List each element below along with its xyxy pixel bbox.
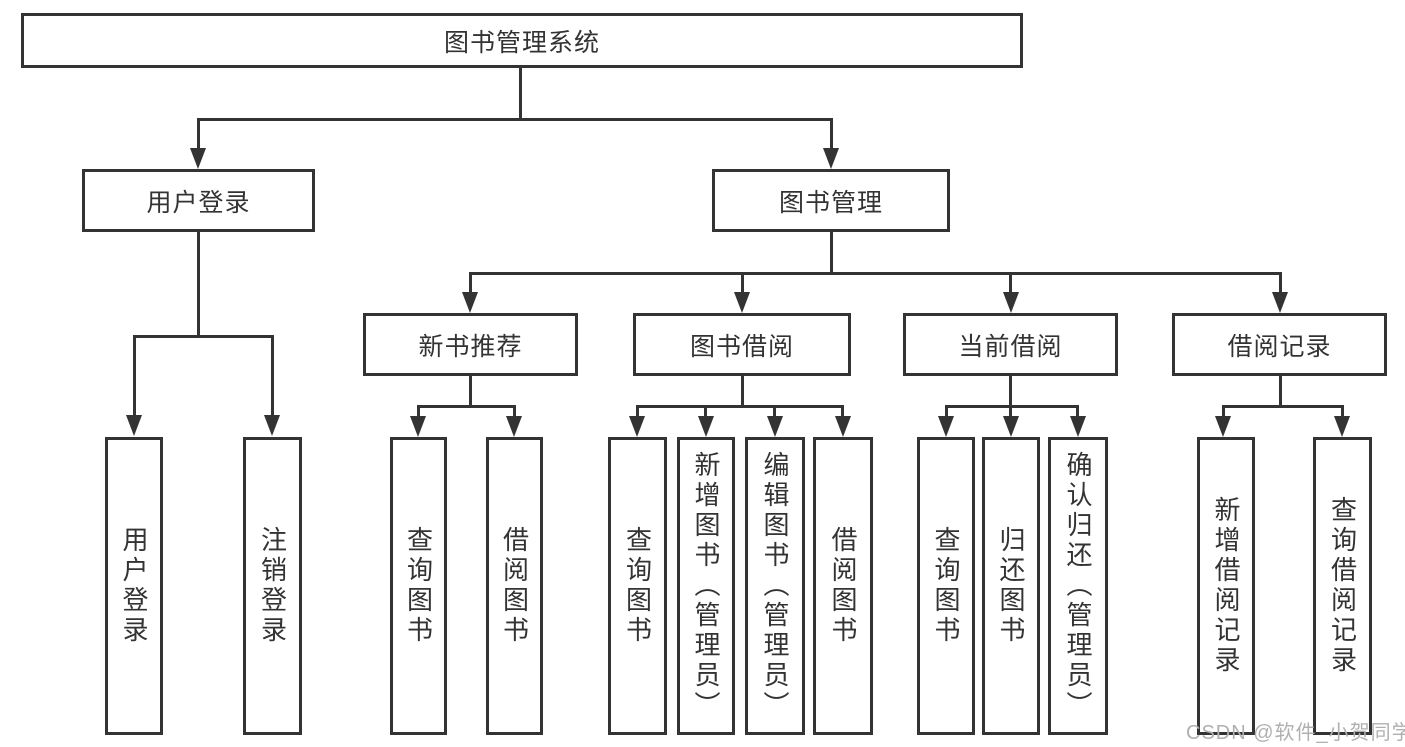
node-borrowing-records: 借阅记录 <box>1172 313 1387 376</box>
connector-current-borrow-crossbar <box>945 405 1079 408</box>
arrowhead-to-leaf <box>698 416 714 437</box>
connector-to-new-book-shaft <box>469 272 472 294</box>
connector-to-leaf-login-shaft <box>133 335 136 415</box>
arrowhead-to-leaf <box>1334 416 1350 437</box>
connector-book-management-stem <box>830 232 833 272</box>
connector-to-current-borrow-shaft <box>1009 272 1012 294</box>
node-user-login: 用户登录 <box>82 169 315 232</box>
connector-to-borrow-record-shaft <box>1279 272 1282 294</box>
node-book-management: 图书管理 <box>712 169 950 232</box>
leaf-add-books-admin: 新增图书（管理员） <box>677 437 735 735</box>
arrowhead-to-book-borrow <box>734 292 750 313</box>
connector-to-leaf-logout-shaft <box>271 335 274 415</box>
connector-new-book-crossbar <box>417 405 516 408</box>
leaf-query-books-recommend: 查询图书 <box>390 437 447 735</box>
connector-leaf-shaft <box>417 405 420 417</box>
connector-user-login-stem <box>197 232 200 335</box>
arrowhead-to-new-book <box>462 292 478 313</box>
connector-book-borrow-crossbar <box>636 405 844 408</box>
leaf-label: 查询图书 <box>622 526 653 646</box>
leaf-query-books-current: 查询图书 <box>917 437 975 735</box>
arrowhead-to-leaf <box>767 416 783 437</box>
connector-root-crossbar <box>197 118 833 121</box>
connector-root-stem <box>519 68 522 118</box>
node-label: 新书推荐 <box>418 332 523 361</box>
arrowhead-to-borrow-record <box>1272 292 1288 313</box>
leaf-edit-books-admin: 编辑图书（管理员） <box>745 437 805 735</box>
csdn-watermark: CSDN @软件_小贺同学 <box>1186 722 1405 744</box>
connector-leaf-shaft <box>1341 405 1344 417</box>
leaf-borrow-books-recommend: 借阅图书 <box>486 437 543 735</box>
connector-leaf-shaft <box>704 405 707 417</box>
leaf-label: 查询图书 <box>403 526 434 646</box>
connector-book-management-crossbar <box>469 272 1282 275</box>
leaf-label: 确认归还（管理员） <box>1063 451 1093 721</box>
arrowhead-to-leaf <box>835 416 851 437</box>
node-new-book-recommendation: 新书推荐 <box>363 313 578 376</box>
connector-new-book-stem <box>469 376 472 405</box>
arrowhead-to-leaf <box>506 416 522 437</box>
connector-leaf-shaft <box>773 405 776 417</box>
leaf-label: 用户登录 <box>119 526 149 646</box>
connector-user-login-crossbar <box>133 335 274 338</box>
arrowhead-to-leaf <box>1003 416 1019 437</box>
leaf-logout: 注销登录 <box>243 437 302 735</box>
node-label: 借阅记录 <box>1227 332 1332 361</box>
connector-leaf-shaft <box>636 405 639 417</box>
node-current-borrowing: 当前借阅 <box>903 313 1118 376</box>
leaf-label: 借阅图书 <box>499 526 530 646</box>
leaf-label: 归还图书 <box>996 526 1026 646</box>
leaf-label: 新增借阅记录 <box>1211 496 1241 676</box>
node-label: 图书借阅 <box>689 332 794 361</box>
leaf-borrow-books-borrowing: 借阅图书 <box>813 437 873 735</box>
connector-to-user-login-shaft <box>197 118 200 150</box>
arrowhead-to-leaf-login <box>126 415 142 436</box>
leaf-label: 新增图书（管理员） <box>691 451 721 721</box>
leaf-label: 注销登录 <box>257 526 288 646</box>
leaf-label: 编辑图书（管理员） <box>760 451 790 721</box>
connector-leaf-shaft <box>1076 405 1079 417</box>
leaf-label: 借阅图书 <box>828 526 858 646</box>
arrowhead-to-user-login <box>190 148 206 169</box>
leaf-user-login: 用户登录 <box>105 437 163 735</box>
leaf-label: 查询图书 <box>931 526 961 646</box>
arrowhead-to-leaf <box>1070 416 1086 437</box>
leaf-label: 查询借阅记录 <box>1327 496 1358 676</box>
connector-leaf-shaft <box>1009 405 1012 417</box>
arrowhead-to-leaf <box>1215 416 1231 437</box>
leaf-query-borrow-record: 查询借阅记录 <box>1313 437 1372 735</box>
leaf-confirm-return-admin: 确认归还（管理员） <box>1048 437 1108 735</box>
node-label: 图书管理 <box>778 188 883 217</box>
arrowhead-to-current-borrow <box>1003 292 1019 313</box>
connector-leaf-shaft <box>841 405 844 417</box>
leaf-return-books: 归还图书 <box>982 437 1040 735</box>
connector-current-borrow-stem <box>1009 376 1012 405</box>
arrowhead-to-book-management <box>823 148 839 169</box>
connector-leaf-shaft <box>1222 405 1225 417</box>
connector-book-borrow-stem <box>741 376 744 405</box>
arrowhead-to-leaf <box>629 416 645 437</box>
node-label: 用户登录 <box>146 188 251 217</box>
connector-borrow-record-stem <box>1279 376 1282 405</box>
arrowhead-to-leaf <box>410 416 426 437</box>
connector-borrow-record-crossbar <box>1222 405 1344 408</box>
arrowhead-to-leaf <box>938 416 954 437</box>
connector-to-book-management-shaft <box>830 118 833 150</box>
node-library-management-system: 图书管理系统 <box>21 13 1023 68</box>
node-book-borrowing: 图书借阅 <box>633 313 851 376</box>
leaf-add-borrow-record: 新增借阅记录 <box>1197 437 1255 735</box>
arrowhead-to-leaf-logout <box>264 415 280 436</box>
node-label: 当前借阅 <box>958 332 1063 361</box>
node-label: 图书管理系统 <box>443 28 600 57</box>
leaf-query-books-borrowing: 查询图书 <box>608 437 667 735</box>
connector-leaf-shaft <box>513 405 516 417</box>
connector-to-book-borrow-shaft <box>741 272 744 294</box>
connector-leaf-shaft <box>945 405 948 417</box>
